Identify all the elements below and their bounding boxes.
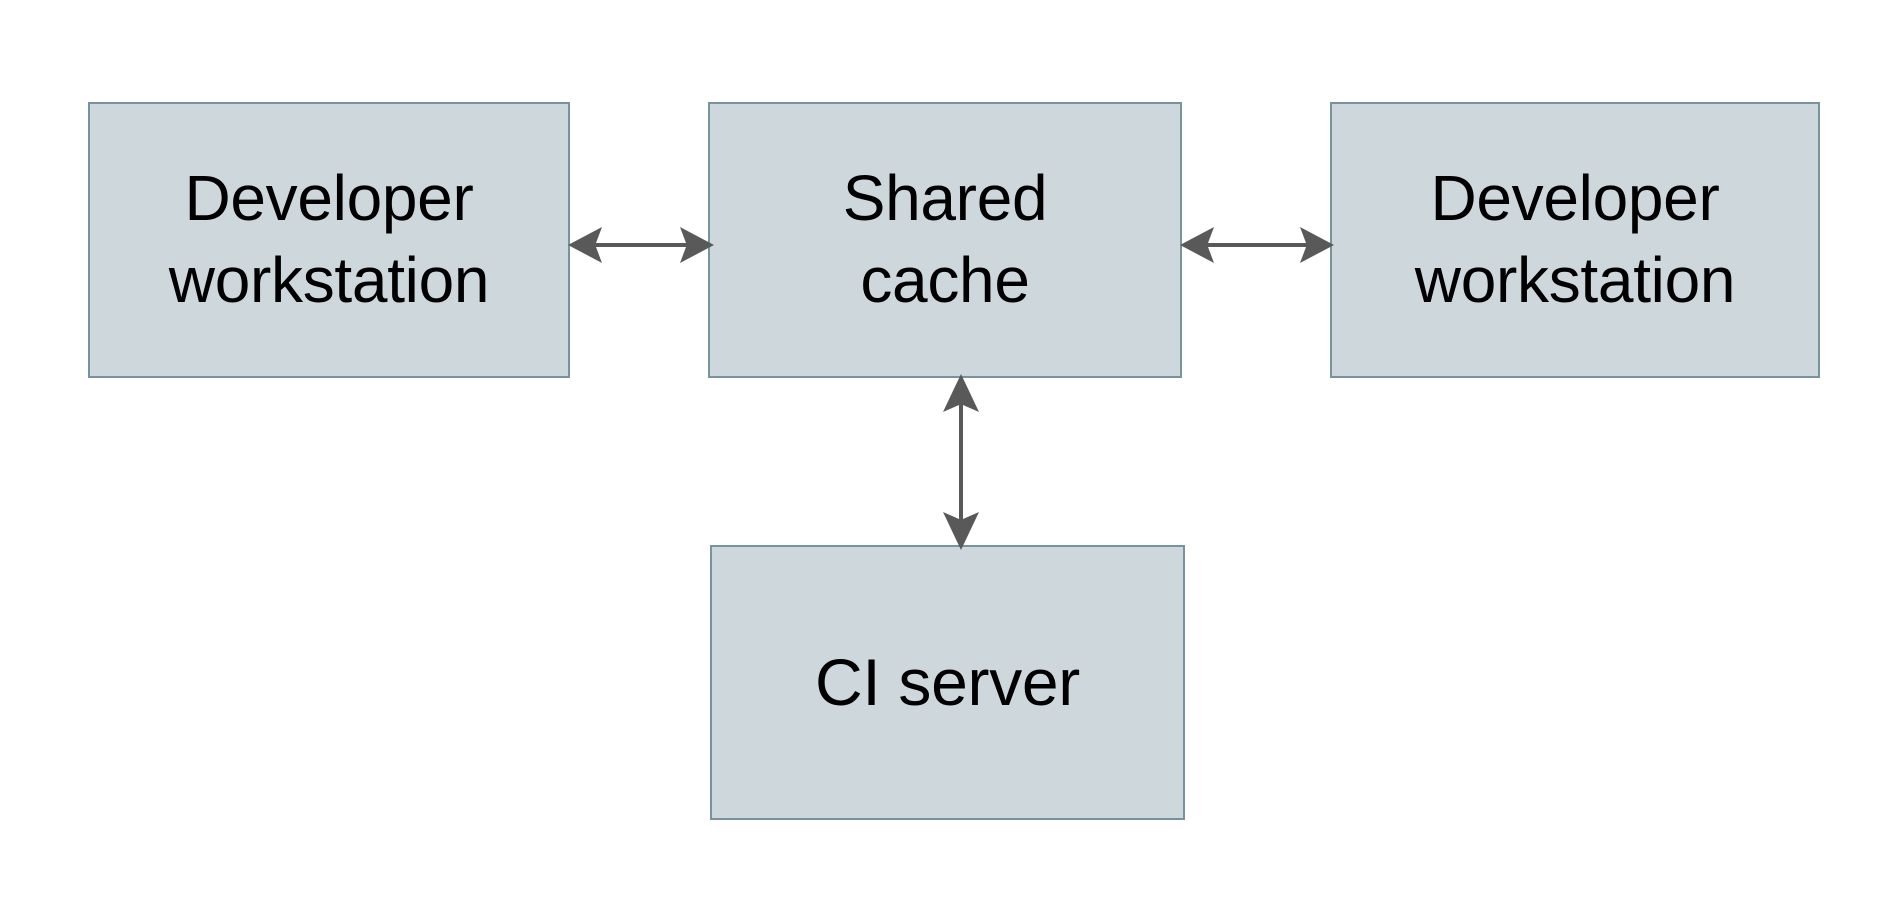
double-arrow-icon xyxy=(943,374,979,550)
double-arrow-icon xyxy=(568,227,714,263)
node-shared-cache[interactable]: Shared cache xyxy=(708,102,1182,378)
node-developer-workstation-right[interactable]: Developer workstation xyxy=(1330,102,1820,378)
node-label: Developer workstation xyxy=(1414,162,1736,316)
node-ci-server[interactable]: CI server xyxy=(710,545,1185,820)
node-label: CI server xyxy=(814,645,1080,720)
connector-dev-left-to-cache[interactable] xyxy=(566,214,716,276)
connector-cache-to-ci-server[interactable] xyxy=(930,372,992,552)
node-label: Shared cache xyxy=(842,162,1048,316)
connector-cache-to-dev-right[interactable] xyxy=(1178,214,1336,276)
node-developer-workstation-left[interactable]: Developer workstation xyxy=(88,102,570,378)
double-arrow-icon xyxy=(1180,227,1334,263)
node-label: Developer workstation xyxy=(168,162,490,316)
